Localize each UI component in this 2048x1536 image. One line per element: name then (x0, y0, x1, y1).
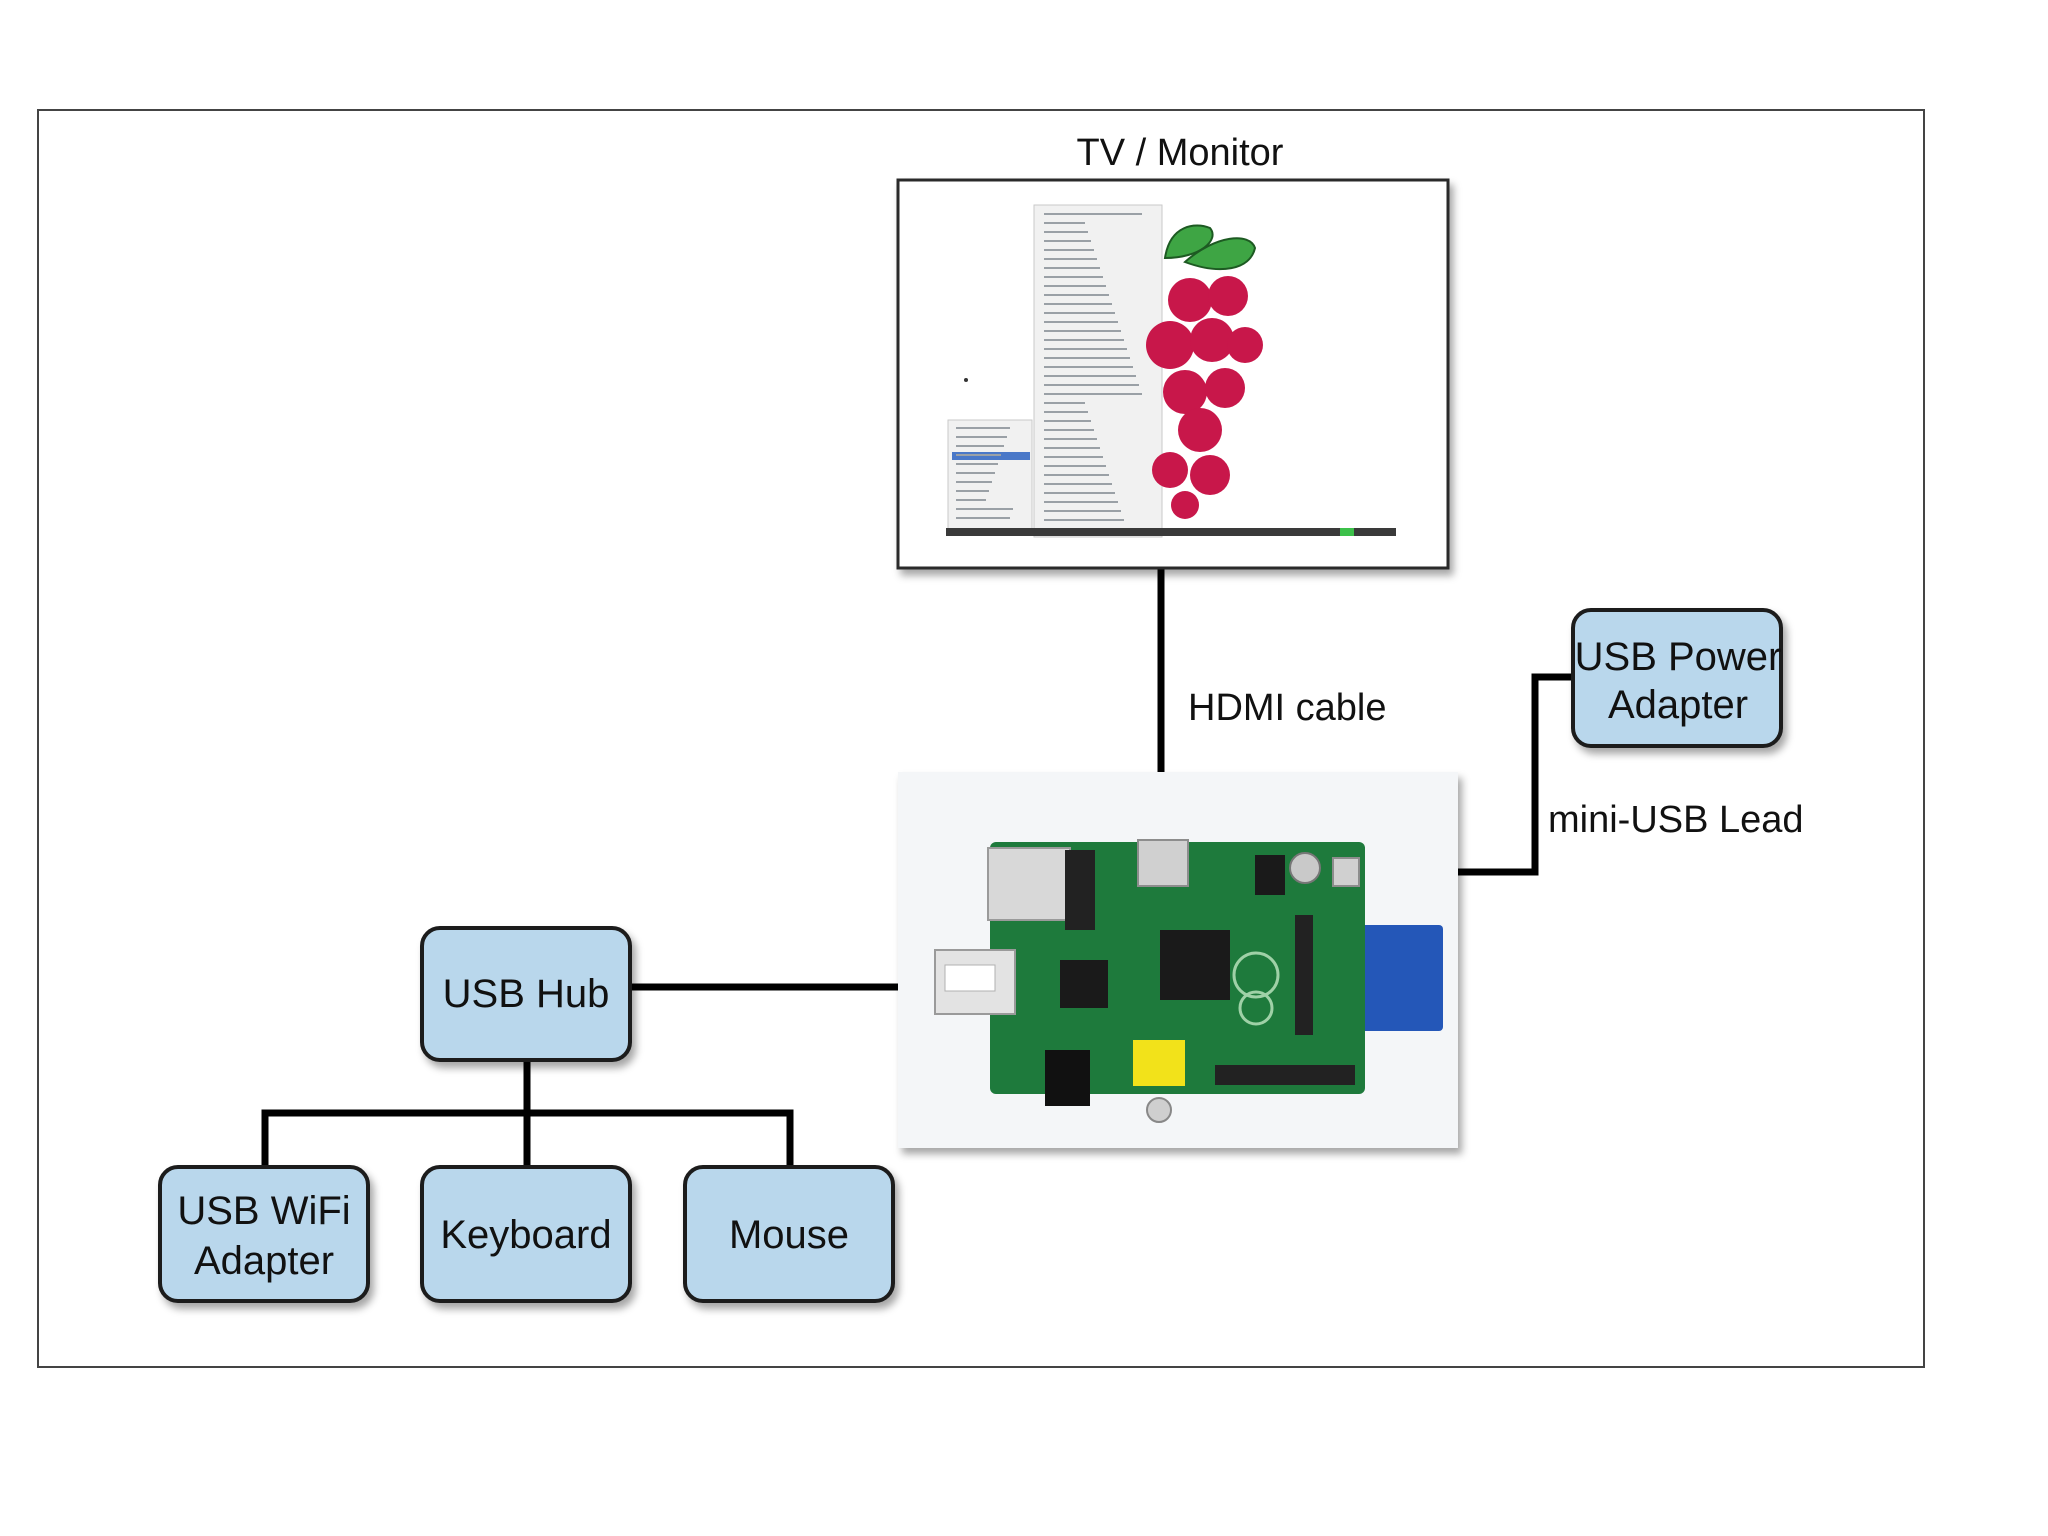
usb-hub-box (420, 926, 632, 1062)
usb-power-adapter-line2: Adapter (1608, 683, 1748, 727)
raspberry-logo-icon (1146, 224, 1263, 519)
keyboard-box (420, 1165, 632, 1303)
usb-power-adapter-box (1571, 608, 1783, 748)
taskbar (946, 528, 1396, 536)
hdmi-cable-label: HDMI cable (1188, 687, 1387, 729)
usb-wifi-adapter-line2: Adapter (194, 1239, 334, 1283)
desktop-submenu-panel (947, 419, 1033, 531)
mini-usb-lead-label: mini-USB Lead (1548, 799, 1804, 841)
hub-branch-line (261, 1109, 794, 1169)
raspberry-pi-board-icon (898, 772, 1458, 1148)
usb-wifi-adapter-box (158, 1165, 370, 1303)
usb-power-adapter-line1: USB Power (1575, 635, 1782, 679)
desktop-menu-panel (1033, 204, 1163, 538)
monitor-screen (946, 204, 1396, 538)
usb-hub-label: USB Hub (443, 972, 610, 1016)
monitor-label: TV / Monitor (1077, 132, 1284, 174)
mouse-label: Mouse (729, 1213, 849, 1257)
usb-wifi-adapter-line1: USB WiFi (177, 1189, 350, 1233)
keyboard-label: Keyboard (440, 1213, 611, 1257)
mouse-box (683, 1165, 895, 1303)
